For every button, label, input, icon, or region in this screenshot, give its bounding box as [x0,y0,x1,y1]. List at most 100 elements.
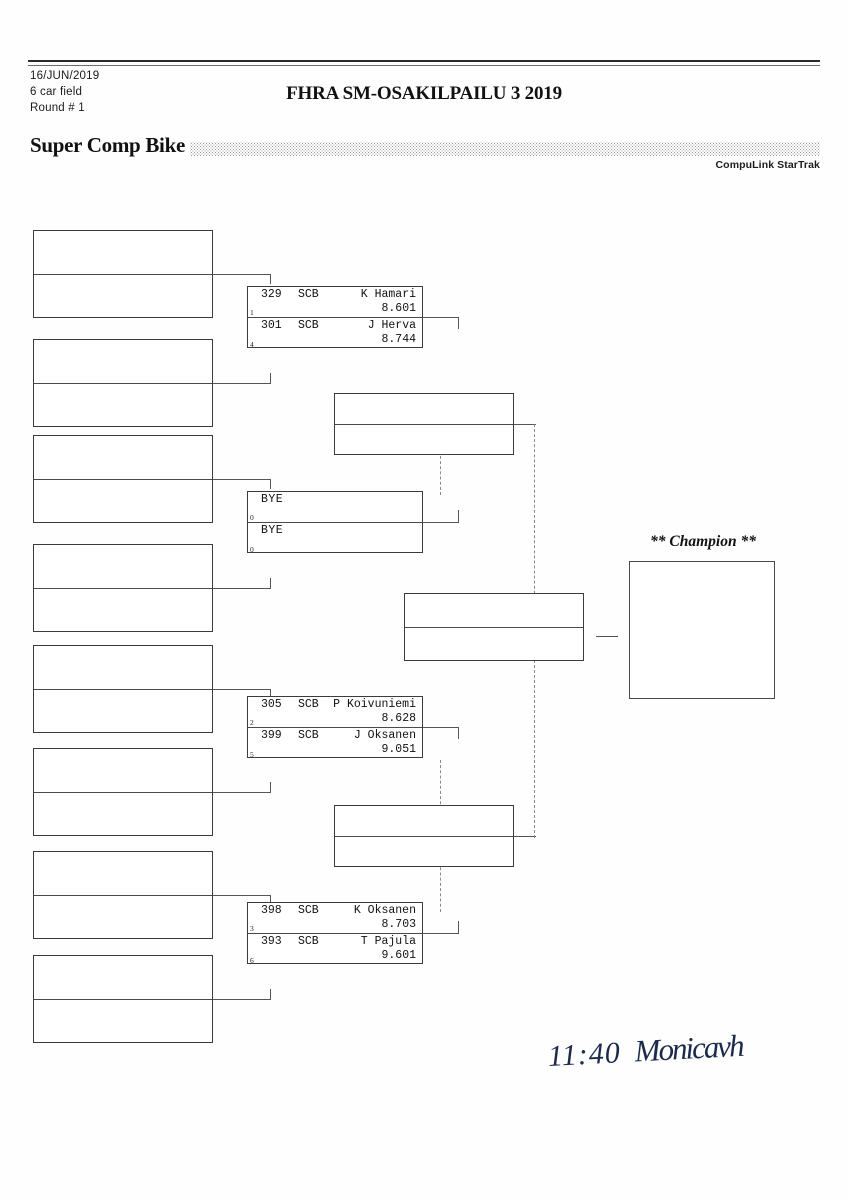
connector-line [213,895,271,896]
round1-slot-4[interactable] [33,544,213,632]
result-row-bottom[interactable]: BYE 0 [248,523,422,554]
slot-divider [34,383,212,384]
champion-box[interactable] [629,561,775,699]
lane-number: 3 [250,924,254,933]
elapsed-time: 8.744 [381,333,416,346]
car-class: SCB [298,698,319,711]
result-row-top[interactable]: 329 SCB K Hamari 8.601 1 [248,287,422,318]
connector-stub [270,274,271,284]
connector-stub [458,317,459,329]
car-number: 398 [261,904,282,917]
champion-label: ** Champion ** [650,533,756,550]
header-rule [28,60,820,66]
driver-name: K Hamari [360,288,416,301]
result-row-top[interactable]: 398 SCB K Oksanen 8.703 3 [248,903,422,934]
semifinal-box-1[interactable] [334,393,514,455]
car-class: SCB [298,319,319,332]
elapsed-time: 8.628 [381,712,416,725]
lane-number: 1 [250,308,254,317]
result-row-bottom[interactable]: 393 SCB T Pajula 9.601 6 [248,934,422,965]
round1-slot-8[interactable] [33,955,213,1043]
round1-slot-1[interactable] [33,230,213,318]
car-number: 399 [261,729,282,742]
result-row-top[interactable]: BYE 0 [248,492,422,523]
round1-slot-5[interactable] [33,645,213,733]
lane-number: 5 [250,750,254,759]
driver-name: J Oksanen [353,729,416,742]
slot-divider [335,836,513,837]
connector-stub [270,689,271,699]
slot-divider [34,274,212,275]
elapsed-time: 8.601 [381,302,416,315]
driver-name: P Koivuniemi [333,698,416,711]
connector-stub [270,578,271,589]
connector-stub [270,479,271,489]
round1-slot-3[interactable] [33,435,213,523]
connector-line [213,383,271,384]
car-number: 329 [261,288,282,301]
connector-stub [458,727,459,739]
connector-stub [270,895,271,905]
bracket-path-dashed [440,760,441,830]
connector-line [596,636,618,637]
connector-line [213,792,271,793]
elapsed-time: 9.051 [381,743,416,756]
connector-line [213,479,271,480]
bracket-path-dashed [534,660,535,838]
connector-line [423,727,459,728]
handwritten-annotation: 11:40 Monicavh [547,1028,743,1074]
connector-stub [270,989,271,1000]
elapsed-time: 9.601 [381,949,416,962]
result-row-top[interactable]: 305 SCB P Koivuniemi 8.628 2 [248,697,422,728]
result-row-bottom[interactable]: 399 SCB J Oksanen 9.051 5 [248,728,422,759]
round-number: Round # 1 [30,102,85,114]
connector-line [213,588,271,589]
connector-line [213,689,271,690]
connector-stub [458,921,459,934]
result-row-bottom[interactable]: 301 SCB J Herva 8.744 4 [248,318,422,349]
slot-divider [34,999,212,1000]
round1-slot-7[interactable] [33,851,213,939]
handwritten-signature: Monicavh [633,1027,744,1069]
connector-line [514,424,536,425]
slot-divider [34,479,212,480]
driver-name: J Herva [367,319,416,332]
bye-label: BYE [261,524,284,537]
vendor-label: CompuLink StarTrak [715,159,820,171]
connector-line [213,274,271,275]
connector-line [423,317,459,318]
driver-name: K Oksanen [353,904,416,917]
event-date: 16/JUN/2019 [30,70,100,82]
result-box-pair-1[interactable]: 329 SCB K Hamari 8.601 1 301 SCB J Herva… [247,286,423,349]
car-field: 6 car field [30,86,83,98]
connector-line [423,522,459,523]
car-class: SCB [298,935,319,948]
result-box-pair-2[interactable]: 305 SCB P Koivuniemi 8.628 2 399 SCB J O… [247,696,423,759]
round1-slot-2[interactable] [33,339,213,427]
class-title: Super Comp Bike [30,133,185,157]
slot-divider [34,792,212,793]
result-box-pair-3[interactable]: 398 SCB K Oksanen 8.703 3 393 SCB T Paju… [247,902,423,965]
car-number: 305 [261,698,282,711]
lane-number: 2 [250,718,254,727]
slot-divider [34,588,212,589]
result-box-pair-bye[interactable]: BYE 0 BYE 0 [247,491,423,554]
event-title: FHRA SM-OSAKILPAILU 3 2019 [286,83,562,104]
header-meta: 16/JUN/2019 6 car field Round # 1 [30,68,99,116]
lane-number: 0 [250,545,254,554]
connector-stub [458,510,459,523]
bye-label: BYE [261,493,284,506]
handwritten-time: 11:40 [547,1036,622,1073]
slot-divider [34,689,212,690]
bracket-path-dashed [440,425,441,495]
connector-line [213,999,271,1000]
semifinal-box-2[interactable] [334,805,514,867]
slot-divider [335,424,513,425]
slot-divider [405,627,583,628]
lane-number: 0 [250,513,254,522]
connector-line [514,836,536,837]
car-class: SCB [298,729,319,742]
final-box[interactable] [404,593,584,661]
round1-slot-6[interactable] [33,748,213,836]
